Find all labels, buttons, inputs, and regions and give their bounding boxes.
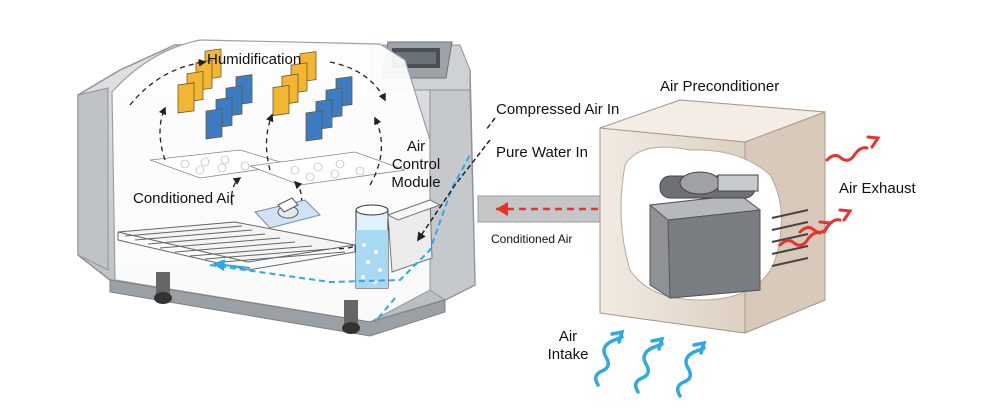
- compressed-air-line: [416, 139, 491, 242]
- humidifier-pad-icon: [177, 48, 353, 142]
- label-conditioned-air-chamber: Conditioned Air: [133, 190, 235, 207]
- air-preconditioner: [599, 99, 826, 334]
- label-air-control-module: Air Control Module: [384, 138, 448, 192]
- label-conditioned-air-duct: Conditioned Air: [491, 232, 573, 246]
- test-cabinet: [77, 39, 496, 337]
- conditioned-air-duct: [477, 195, 609, 223]
- label-air-control-module-line1: Air: [406, 138, 426, 155]
- label-air-control-module-line3: Module: [391, 174, 441, 191]
- conditioning-unit: [648, 171, 809, 299]
- label-air-intake-line1: Air: [558, 328, 578, 345]
- atomizer-nozzle: [254, 197, 321, 229]
- diffuser-plates: [149, 149, 406, 186]
- specimen-rack: [117, 221, 356, 271]
- cabinet-wheels: [154, 272, 360, 334]
- label-air-control-module-line2: Control: [391, 156, 441, 173]
- label-pure-water-in: Pure Water In: [496, 144, 588, 161]
- label-air-intake: Air Intake: [538, 328, 598, 364]
- label-humidification: Humidification: [207, 51, 302, 68]
- label-air-intake-line2: Intake: [547, 346, 589, 363]
- intake-arrow-icon: [594, 329, 707, 398]
- label-compressed-air-in: Compressed Air In: [496, 101, 620, 118]
- label-air-exhaust: Air Exhaust: [839, 180, 916, 197]
- exhaust-arrow-icon: [778, 135, 881, 247]
- water-cylinder-icon: [355, 204, 389, 289]
- label-air-preconditioner: Air Preconditioner: [660, 78, 780, 95]
- water-line: [209, 154, 471, 284]
